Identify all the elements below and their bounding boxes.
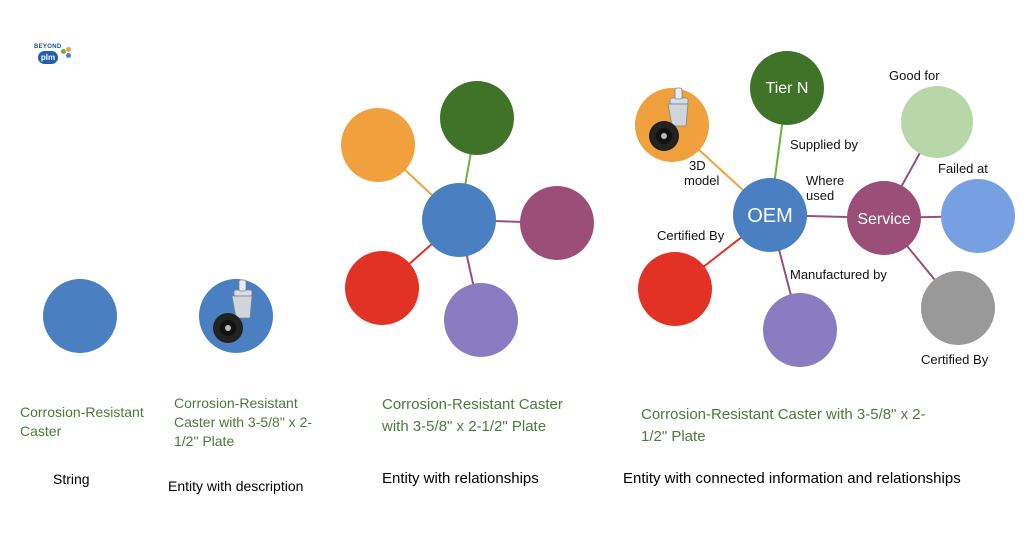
network-panel3 [341,81,594,357]
edge-label-certified-by-right: Certified By [921,352,989,367]
edge-label-failed-at: Failed at [938,161,988,176]
certified-by-right-node [921,271,995,345]
logo-dot-blue [66,53,71,58]
string-title: Corrosion-Resistant Caster [20,404,144,439]
edge-label-supplied-by: Supplied by [790,137,858,152]
edge-label-where-used: Where used [806,173,848,203]
entity-connected-title: Corrosion-Resistant Caster with 3-5/8" x… [641,406,926,445]
edge-label-where: Where [806,173,844,188]
edge-label-manufactured-by: Manufactured by [790,267,887,282]
service-label: Service [857,211,910,228]
oem-node [733,178,807,252]
caption-string: String [53,471,90,487]
caster-image-node-panel2 [199,279,273,353]
caption-entity-description: Entity with description [168,478,304,494]
panel3-center-node [422,183,496,257]
logo-top-text: BEYOND [34,44,62,50]
failed-at-node [941,179,1015,253]
caption-entity-relationships: Entity with relationships [382,470,539,487]
network-panel4: Tier N Service OEM 3D model Supplied by … [635,51,1015,367]
string-node [43,279,117,353]
edge-label-used: used [806,188,834,203]
tier-n-label: Tier N [766,80,809,97]
caption-entity-connected: Entity with connected information and re… [623,470,961,487]
logo-dot-green [61,49,66,54]
edge-label-certified-by-left: Certified By [657,228,725,243]
caster-icon-panel4 [649,87,689,151]
edge-label-good-for: Good for [889,68,940,83]
certified-by-left-node [638,252,712,326]
edge-label-3d: 3D [689,158,706,173]
entity-relationships-title: Corrosion-Resistant Caster with 3-5/8" x… [382,396,563,435]
logo-pill-text: plm [38,51,58,64]
tier-n-node [750,51,824,125]
edge-label-3d-model: 3D model [684,158,720,188]
manufactured-by-node [763,293,837,367]
panel3-orange-node [341,108,415,182]
panel3-red-node [345,251,419,325]
beyond-plm-logo: BEYOND plm [32,44,74,74]
panel3-green-node [440,81,514,155]
edge-label-model: model [684,173,720,188]
good-for-node [901,86,973,158]
service-node [847,181,921,255]
oem-label: OEM [747,205,793,227]
logo-dot-orange [66,47,71,52]
panel3-plum-node [520,186,594,260]
panel3-lavender-node [444,283,518,357]
caster-icon [213,279,253,343]
entity-description-title: Corrosion-Resistant Caster with 3-5/8" x… [174,395,313,449]
